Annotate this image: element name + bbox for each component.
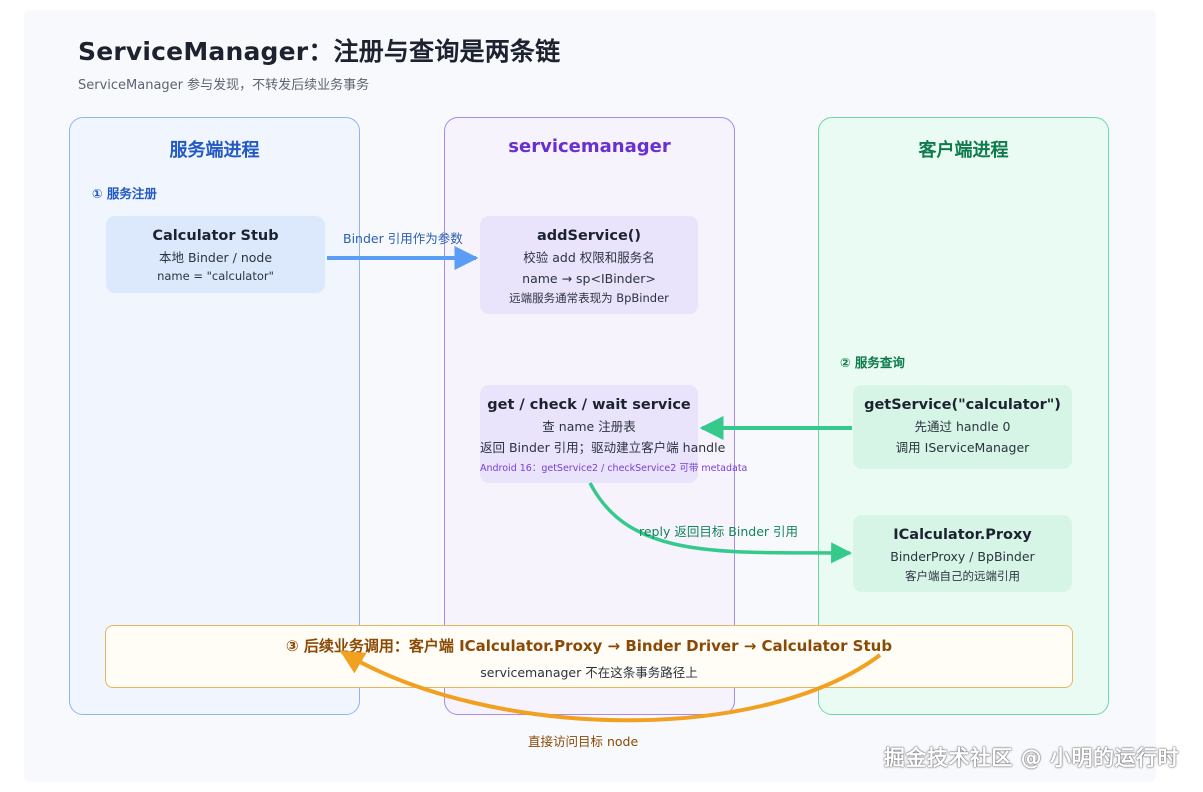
client-getservice-title: getService("calculator") [864,397,1061,413]
get-service-note: Android 16：getService2 / checkService2 可… [480,463,748,474]
add-service-line2: name → sp<IBinder> [522,271,656,286]
client-process-title: 客户端进程 [918,140,1009,161]
calculator-proxy-line1: BinderProxy / BpBinder [890,549,1035,564]
reply-arrow [588,482,853,564]
watermark: 掘金技术社区 @ 小明的运行时 [883,746,1179,770]
business-call-bar: ③ 后续业务调用：客户端 ICalculator.Proxy → Binder … [105,625,1073,688]
get-service-line2: 返回 Binder 引用；驱动建立客户端 handle [480,440,726,455]
calculator-stub-line1: 本地 Binder / node [158,250,273,265]
calculator-stub-box: Calculator Stub 本地 Binder / node name = … [106,216,325,293]
add-service-box: addService() 校验 add 权限和服务名 name → sp<IBi… [480,216,698,314]
business-call-title: ③ 后续业务调用：客户端 ICalculator.Proxy → Binder … [285,637,893,655]
client-getservice-line2: 调用 IServiceManager [895,440,1030,455]
register-arrow-label: Binder 引用作为参数 [343,231,463,246]
get-service-line1: 查 name 注册表 [542,419,636,434]
client-getservice-box: getService("calculator") 先通过 handle 0 调用… [853,385,1072,469]
step-query-label: ② 服务查询 [840,355,905,370]
calculator-proxy-box: ICalculator.Proxy BinderProxy / BpBinder… [853,515,1072,592]
page-subtitle: ServiceManager 参与发现，不转发后续业务事务 [78,78,370,93]
calculator-stub-line2: name = "calculator" [157,269,274,283]
calculator-proxy-title: ICalculator.Proxy [893,527,1032,543]
client-getservice-line1: 先通过 handle 0 [914,419,1011,434]
direct-access-arrow [339,650,882,723]
server-process-title: 服务端进程 [169,140,260,161]
get-service-box: get / check / wait service 查 name 注册表 返回… [480,385,748,483]
calculator-stub-title: Calculator Stub [152,228,279,244]
add-service-line1: 校验 add 权限和服务名 [523,250,655,265]
add-service-line3: 远端服务通常表现为 BpBinder [509,291,669,305]
add-service-title: addService() [536,228,642,244]
get-service-title: get / check / wait service [487,397,691,413]
page-title: ServiceManager：注册与查询是两条链 [78,37,561,66]
business-call-subtitle: servicemanager 不在这条事务路径上 [480,665,698,680]
servicemanager-title: servicemanager [508,136,671,157]
reply-arrow-label: reply 返回目标 Binder 引用 [639,524,799,539]
calculator-proxy-line2: 客户端自己的远端引用 [905,569,1020,583]
direct-access-label: 直接访问目标 node [528,734,639,749]
step-register-label: ① 服务注册 [92,186,157,201]
